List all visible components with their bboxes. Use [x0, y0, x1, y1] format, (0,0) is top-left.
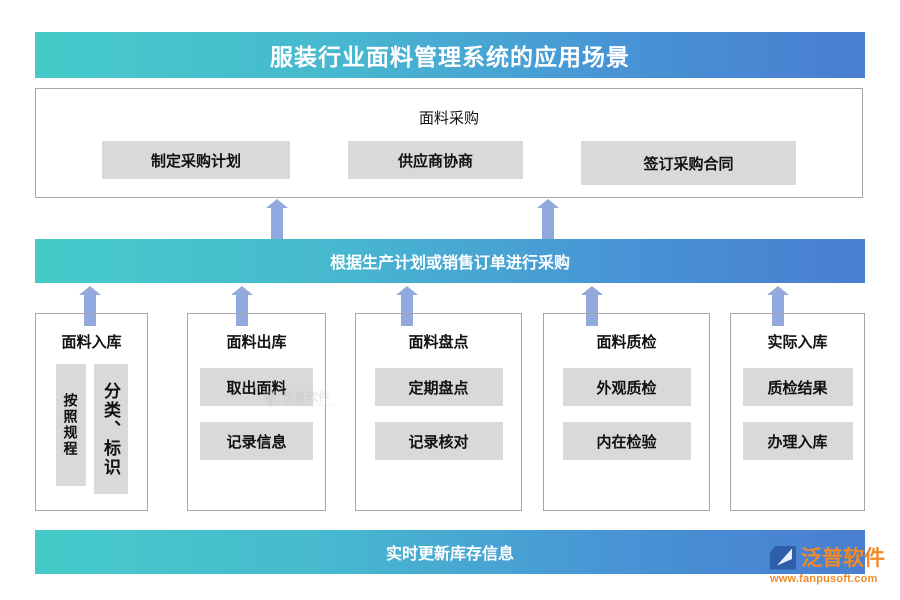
arrow-up-from-column-3 [396, 286, 418, 326]
arrow-up-from-column-1 [79, 286, 101, 326]
bottom-band-inventory-update: 实时更新库存信息 [35, 530, 865, 574]
arrow-stem [772, 293, 784, 326]
item-chip-record-info[interactable]: 记录信息 [200, 422, 313, 460]
arrow-stem [542, 206, 554, 239]
vertical-chip-classify-label[interactable]: 分类、标识 [93, 364, 128, 494]
arrow-stem [84, 293, 96, 326]
arrow-head-icon [396, 286, 418, 295]
purchase-chip-supplier[interactable]: 供应商协商 [348, 141, 523, 179]
page-title-banner: 服装行业面料管理系统的应用场景 [35, 32, 865, 78]
item-chip-intrinsic-test[interactable]: 内在检验 [562, 422, 691, 460]
column-card-fabric-inbound[interactable]: 面料入库 按照规程 分类、标识 [35, 313, 148, 511]
arrow-up-from-column-2 [231, 286, 253, 326]
item-chip-process-inbound[interactable]: 办理入库 [742, 422, 853, 460]
arrow-head-icon [231, 286, 253, 295]
arrow-up-to-purchase-2 [537, 199, 559, 239]
column-title: 面料入库 [61, 334, 122, 351]
arrow-stem [271, 206, 283, 239]
arrow-up-from-column-4 [581, 286, 603, 326]
column-items: 外观质检 内在检验 [544, 368, 709, 460]
column-card-fabric-stocktake[interactable]: 面料盘点 定期盘点 记录核对 [355, 313, 522, 511]
arrow-head-icon [537, 199, 559, 208]
purchase-chip-contract[interactable]: 签订采购合同 [581, 141, 796, 185]
column-title: 面料盘点 [408, 334, 469, 351]
column-items: 质检结果 办理入库 [731, 368, 864, 460]
fabric-purchase-panel: 面料采购 制定采购计划 供应商协商 签订采购合同 [35, 88, 863, 198]
arrow-head-icon [581, 286, 603, 295]
arrow-head-icon [79, 286, 101, 295]
column-card-fabric-outbound[interactable]: 面料出库 取出面料 记录信息 [187, 313, 326, 511]
arrow-stem [401, 293, 413, 326]
column-title: 面料出库 [226, 334, 287, 351]
arrow-stem [236, 293, 248, 326]
fabric-purchase-chip-row: 制定采购计划 供应商协商 签订采购合同 [36, 141, 862, 185]
item-chip-periodic-count[interactable]: 定期盘点 [374, 368, 503, 406]
purchase-chip-plan[interactable]: 制定采购计划 [102, 141, 290, 179]
column-items: 定期盘点 记录核对 [356, 368, 521, 460]
process-columns: 面料入库 按照规程 分类、标识 面料出库 取出面料 记录信息 面料盘点 定期盘点… [35, 313, 865, 513]
item-chip-record-reconcile[interactable]: 记录核对 [374, 422, 503, 460]
arrow-up-from-column-5 [767, 286, 789, 326]
column-items: 取出面料 记录信息 [188, 368, 325, 460]
column-vertical-items: 按照规程 分类、标识 [36, 364, 147, 494]
column-title: 实际入库 [767, 334, 828, 351]
mid-band-label: 根据生产计划或销售订单进行采购 [329, 255, 570, 272]
mid-band-procurement-rule: 根据生产计划或销售订单进行采购 [35, 239, 865, 283]
arrow-up-to-purchase-1 [266, 199, 288, 239]
item-chip-take-out-fabric[interactable]: 取出面料 [200, 368, 313, 406]
brand-url: www.fanpusoft.com [770, 573, 878, 585]
item-chip-appearance-check[interactable]: 外观质检 [562, 368, 691, 406]
column-card-fabric-inspection[interactable]: 面料质检 外观质检 内在检验 [543, 313, 710, 511]
page-title: 服装行业面料管理系统的应用场景 [270, 44, 630, 70]
bottom-band-label: 实时更新库存信息 [385, 546, 514, 563]
column-title: 面料质检 [596, 334, 657, 351]
arrow-stem [586, 293, 598, 326]
item-chip-inspection-result[interactable]: 质检结果 [742, 368, 853, 406]
fabric-purchase-panel-title: 面料采购 [418, 110, 479, 127]
column-card-actual-inbound[interactable]: 实际入库 质检结果 办理入库 [730, 313, 865, 511]
vertical-chip-procedure[interactable]: 按照规程 [55, 364, 86, 486]
arrow-head-icon [767, 286, 789, 295]
arrow-head-icon [266, 199, 288, 208]
